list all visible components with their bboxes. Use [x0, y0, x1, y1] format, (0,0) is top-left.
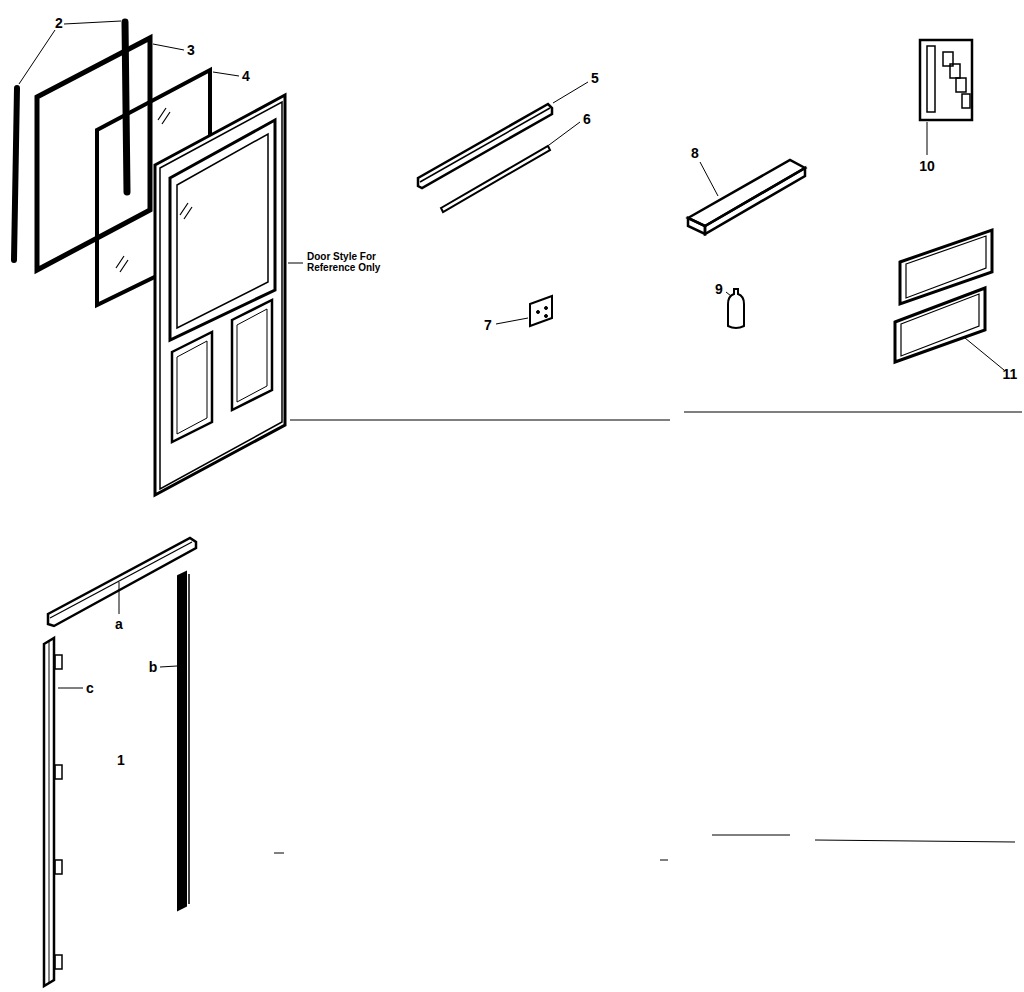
note-text: Door Style For Reference Only	[307, 251, 381, 274]
hinge-jamb	[44, 638, 54, 986]
part-letter: b	[149, 660, 158, 674]
callout-number: 7	[484, 318, 492, 332]
hinge-tab	[55, 860, 62, 874]
part-letter: a	[115, 617, 123, 631]
hardware-item	[962, 94, 970, 108]
panel-insert	[906, 236, 986, 298]
foam-block	[688, 160, 805, 226]
hinge-jamb	[49, 641, 50, 983]
panel-insert	[895, 288, 985, 362]
head-jamb	[50, 542, 192, 618]
door-edge	[160, 102, 282, 489]
door-panel	[237, 309, 267, 402]
panel-insert	[901, 294, 979, 356]
hardware-item	[950, 64, 960, 78]
callout-number: 3	[187, 43, 195, 57]
strike-plate	[530, 296, 552, 326]
door-sweep	[418, 104, 552, 188]
door-sweep	[420, 108, 550, 182]
hinge-tab	[55, 765, 62, 779]
callout-number: 2	[55, 16, 63, 30]
door-panel	[177, 341, 207, 434]
hinge-tab	[55, 655, 62, 669]
head-jamb	[48, 538, 196, 626]
door-outline	[155, 95, 285, 495]
leader-line	[288, 263, 303, 264]
callout-number: 9	[715, 282, 723, 296]
hardware-item	[927, 46, 935, 112]
callout-number: 5	[591, 71, 599, 85]
callout-number: 1	[117, 753, 125, 767]
glass-mark	[180, 203, 192, 219]
side-jamb	[188, 574, 190, 904]
hardware-item	[956, 78, 966, 92]
hardware-card	[920, 40, 972, 120]
part-letter: c	[86, 681, 94, 695]
callout-number: 10	[919, 159, 935, 173]
separator-line	[684, 412, 1022, 413]
callout-number: 8	[691, 146, 699, 160]
touch-up-bottle	[728, 289, 744, 328]
foam-block	[705, 168, 805, 234]
glazing-strip	[14, 88, 17, 260]
panel-insert	[900, 230, 992, 304]
callout-number: 11	[1003, 367, 1018, 381]
side-jamb	[178, 572, 186, 910]
glass-frame	[37, 38, 150, 270]
screw-hole	[537, 311, 540, 314]
leader-lines	[19, 21, 1004, 688]
sweep-insert	[441, 146, 550, 212]
door-panel	[172, 332, 212, 442]
separator-line	[290, 420, 670, 421]
door-panel	[232, 300, 272, 410]
door-window	[177, 134, 268, 328]
screw-hole	[545, 307, 548, 310]
hinge-tab	[55, 955, 62, 969]
callout-number: 4	[242, 69, 250, 83]
scan-marks	[274, 835, 1015, 860]
foam-block	[688, 218, 705, 234]
callout-number: 6	[583, 112, 591, 126]
screw-hole	[545, 315, 548, 318]
